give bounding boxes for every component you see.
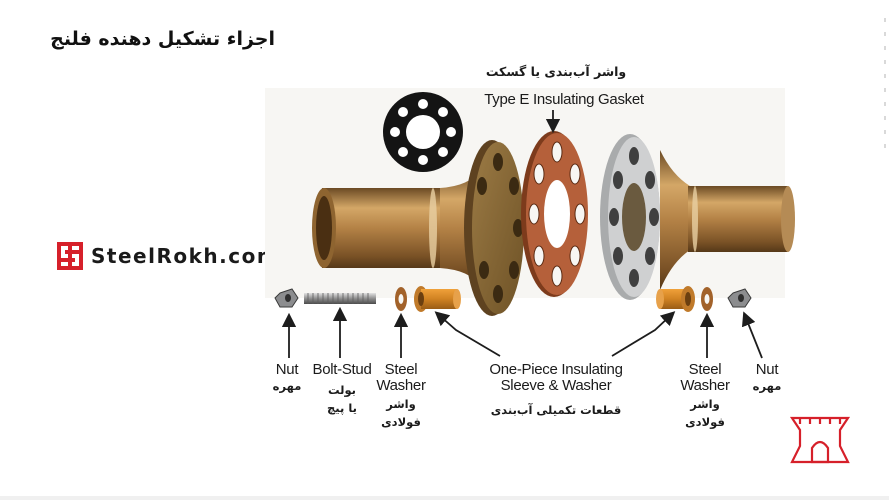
- right-nut: [727, 288, 752, 308]
- left-insulating-sleeve: [414, 286, 461, 312]
- edge-marks: [884, 18, 886, 158]
- sleeve-label-fa: قطعات تکمیلی آب‌بندی: [490, 403, 622, 417]
- bolt-stud-label-fa-1: بولت: [327, 383, 357, 397]
- right-washer-label-en-2: Washer: [680, 377, 730, 394]
- nut-right-label-fa: مهره: [752, 379, 782, 393]
- gasket-label-en: Type E Insulating Gasket: [484, 91, 644, 108]
- rook-logo-icon: [789, 416, 851, 464]
- sleeve-label-en-1: One-Piece Insulating: [489, 361, 623, 378]
- right-steel-washer: [701, 287, 713, 311]
- nut-right-label-en: Nut: [755, 361, 779, 378]
- bolt-stud-label-fa-2: یا پیچ: [327, 401, 357, 415]
- right-insulating-sleeve: [656, 286, 695, 312]
- nut-left-label-en: Nut: [275, 361, 299, 378]
- gasket-label-fa: واشر آب‌بندی یا گسکت: [485, 64, 627, 79]
- left-flange: [464, 140, 524, 316]
- left-nut: [274, 288, 299, 308]
- type-e-gasket: [521, 131, 588, 297]
- right-flange: [600, 134, 690, 300]
- pointer-arrows: [281, 110, 763, 359]
- right-washer-label-fa-1: واشر: [690, 397, 720, 411]
- nut-left-label-fa: مهره: [272, 379, 302, 393]
- right-washer-label-fa-2: فولادی: [685, 415, 725, 429]
- black-gasket-ring: [383, 92, 463, 172]
- left-washer-label-en-1: Steel: [384, 361, 418, 378]
- brand: SteelRokh.com: [57, 242, 279, 270]
- sleeve-label-en-2: Sleeve & Washer: [500, 377, 612, 394]
- brand-name: SteelRokh.com: [91, 244, 280, 268]
- right-pipe: [688, 186, 795, 252]
- left-washer-label-fa-1: واشر: [386, 397, 416, 411]
- left-steel-washer: [395, 287, 407, 311]
- bolt-stud: [304, 293, 376, 304]
- right-washer-label-en-1: Steel: [688, 361, 722, 378]
- footer-line: [0, 496, 889, 500]
- steelrokh-logo-icon: [57, 242, 83, 270]
- left-washer-label-en-2: Washer: [376, 377, 426, 394]
- bolt-stud-label-en: Bolt-Stud: [312, 361, 372, 378]
- page-title: اجزاء تشکیل دهنده فلنج: [50, 28, 275, 50]
- left-washer-label-fa-2: فولادی: [381, 415, 421, 429]
